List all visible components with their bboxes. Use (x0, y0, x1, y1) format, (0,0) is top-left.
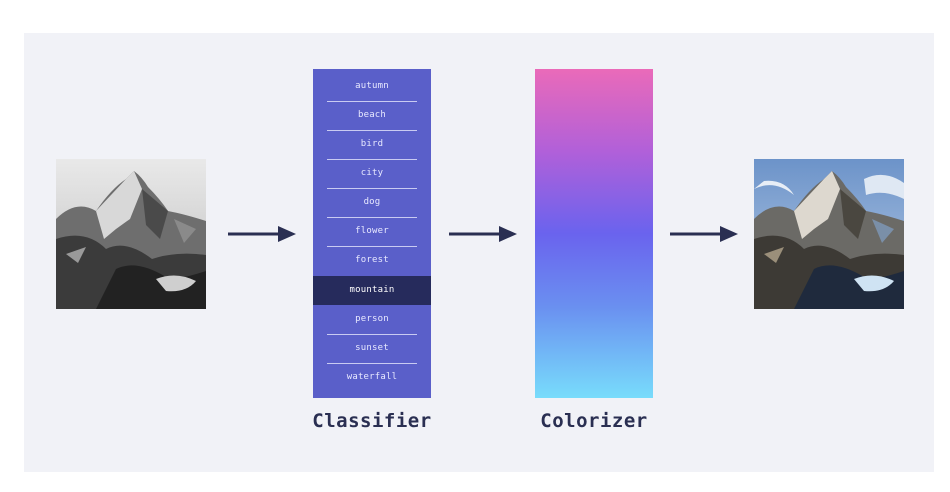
classifier-box: autumn beach bird city dog flower forest… (313, 69, 431, 398)
colorizer-gradient-bar (535, 69, 653, 398)
right-arrow-icon (449, 224, 519, 244)
class-divider (327, 130, 417, 131)
class-label: forest (355, 255, 389, 265)
class-divider (327, 188, 417, 189)
classifier-caption: Classifier (312, 410, 432, 432)
input-grayscale-photo (56, 159, 206, 309)
class-divider (327, 246, 417, 247)
right-arrow-icon (670, 224, 740, 244)
class-label: bird (360, 139, 384, 149)
class-label: person (355, 314, 389, 324)
class-label: waterfall (346, 372, 398, 382)
class-divider (327, 363, 417, 364)
class-label: sunset (355, 343, 389, 353)
colorizer-caption: Colorizer (540, 410, 648, 432)
class-label: city (360, 168, 384, 178)
class-label: beach (357, 110, 387, 120)
class-label-selected: mountain (313, 276, 431, 305)
class-label: autumn (355, 81, 389, 91)
class-divider (327, 217, 417, 218)
class-divider (327, 159, 417, 160)
class-label: dog (363, 197, 381, 207)
class-divider (327, 101, 417, 102)
class-label: flower (355, 226, 389, 236)
right-arrow-icon (228, 224, 298, 244)
class-divider (327, 334, 417, 335)
output-colorized-photo (754, 159, 904, 309)
